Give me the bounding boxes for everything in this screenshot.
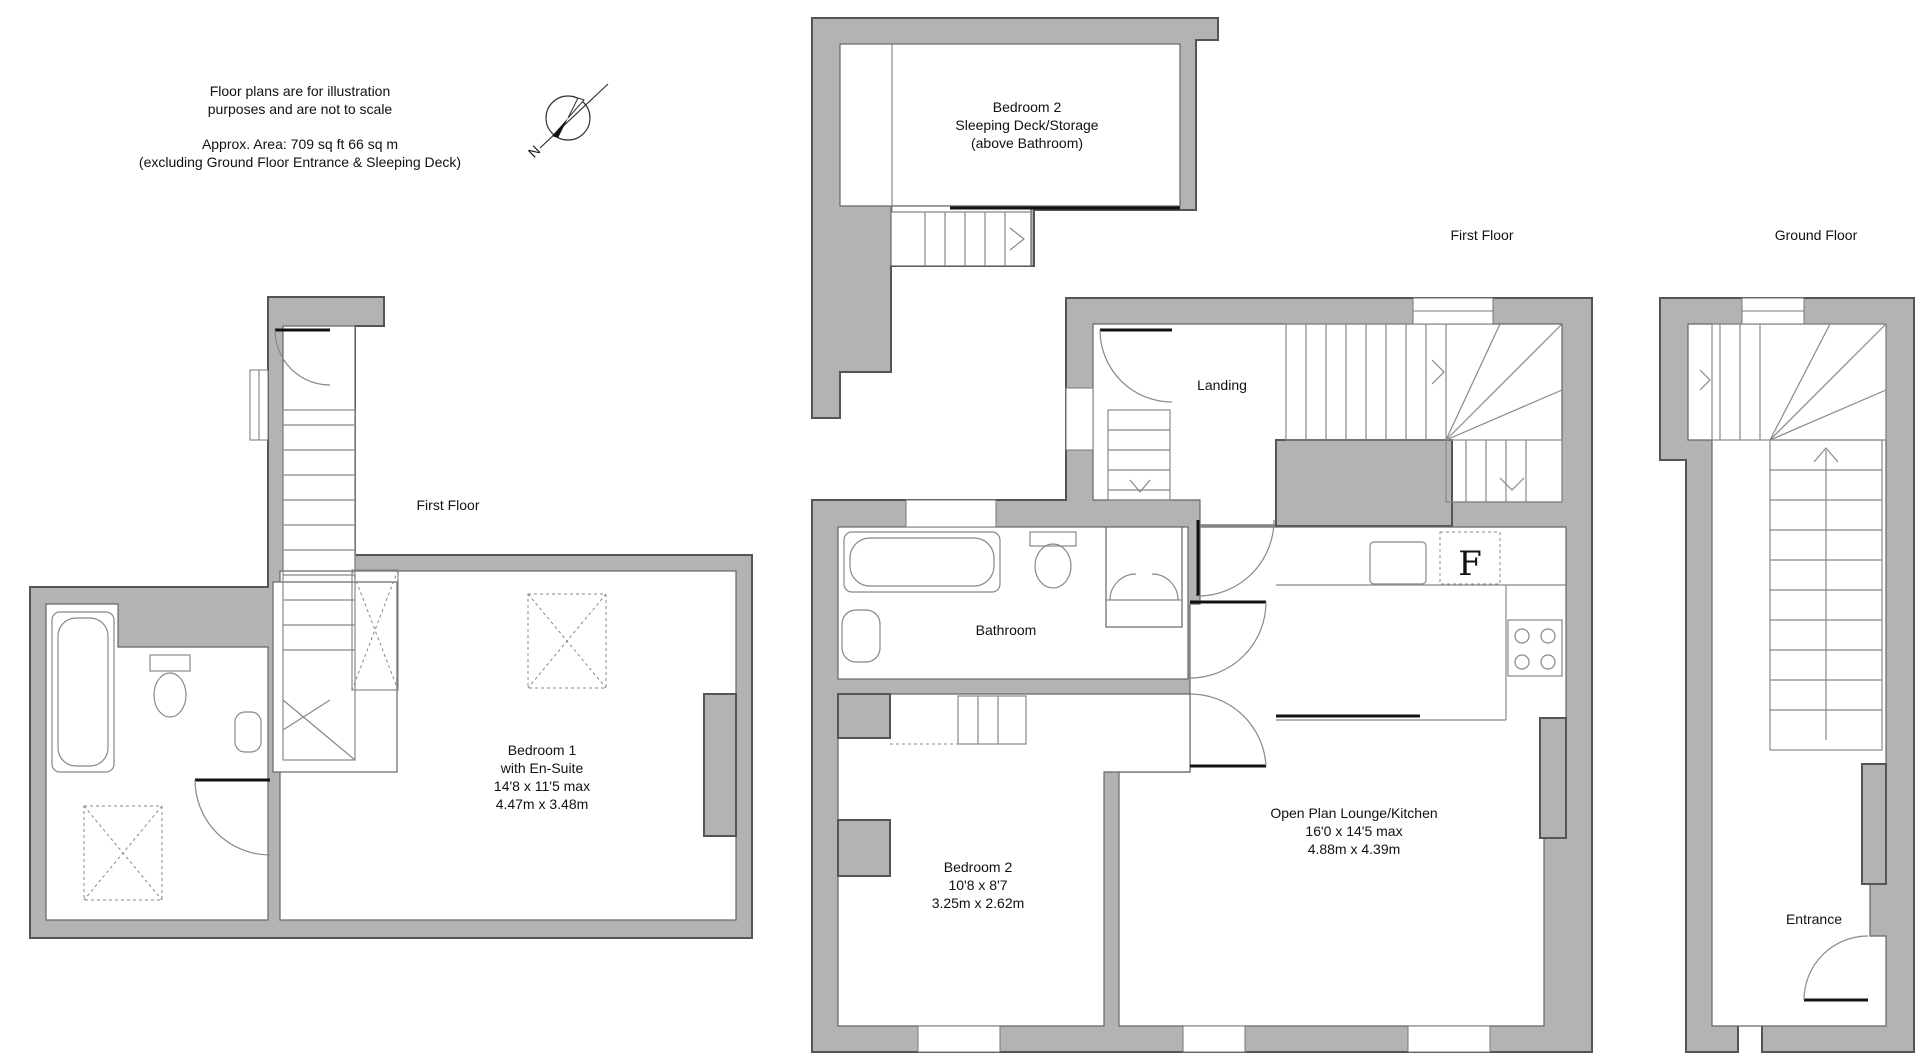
- entrance-label: Entrance: [1786, 911, 1842, 927]
- bath: [843, 531, 1001, 593]
- area-note-text: (excluding Ground Floor Entrance & Sleep…: [139, 154, 461, 170]
- toilet: [1029, 531, 1077, 547]
- fridge-mark: F: [1458, 544, 1482, 584]
- floor-label: First Floor: [417, 497, 480, 513]
- first-floor-bedroom1-plan: First Floor Bedroom 1 with En-Suite 14'8…: [29, 296, 753, 939]
- compass-north-label: N: [525, 142, 543, 160]
- sleeping-deck-note: (above Bathroom): [971, 135, 1083, 151]
- chimney-breast: [1539, 717, 1567, 839]
- note-line-1: Floor plans are for illustration: [210, 83, 391, 99]
- skylight: [527, 593, 607, 689]
- note-line-2: purposes and are not to scale: [208, 101, 393, 117]
- basin: [841, 609, 881, 663]
- sleeping-deck-sub-label: Sleeping Deck/Storage: [955, 117, 1098, 133]
- sleeping-deck-room: [839, 43, 1181, 207]
- stairs: [891, 44, 1180, 266]
- stairs: [282, 409, 356, 761]
- stairs: [1699, 323, 1887, 751]
- bathroom-label: Bathroom: [976, 622, 1037, 638]
- bedroom2-label: Bedroom 2: [944, 859, 1013, 875]
- fridge: [1439, 531, 1501, 585]
- lounge-dimensions-metric: 4.88m x 4.39m: [1308, 841, 1401, 857]
- skylight: [83, 805, 163, 901]
- stairs: [1285, 323, 1563, 503]
- kitchen-sink: [1369, 541, 1427, 585]
- first-floor-main-plan: F Landing Bathroom Bedroom 2 10'8 x 8'7 …: [811, 297, 1593, 1053]
- ground-floor-plan: Entrance: [1659, 297, 1915, 1053]
- chimney-breast: [837, 819, 891, 877]
- plan-notes: Floor plans are for illustration purpose…: [139, 83, 461, 170]
- bedroom2-dimensions-metric: 3.25m x 2.62m: [932, 895, 1025, 911]
- stair-well: [272, 581, 398, 773]
- lounge-label: Open Plan Lounge/Kitchen: [1270, 805, 1437, 821]
- wall-nib: [1861, 763, 1887, 885]
- hob-icon: [1507, 619, 1563, 677]
- bedroom1-dimensions-metric: 4.47m x 3.48m: [496, 796, 589, 812]
- bedroom1-label: Bedroom 1: [508, 742, 577, 758]
- ensuite-room: [45, 603, 269, 921]
- landing-label: Landing: [1197, 377, 1247, 393]
- bedroom2-dimensions-imperial: 10'8 x 8'7: [948, 877, 1007, 893]
- compass-icon: N: [525, 83, 609, 161]
- lounge-dimensions-imperial: 16'0 x 14'5 max: [1305, 823, 1402, 839]
- lounge-kitchen-room: [1118, 526, 1567, 1027]
- bedroom1-sub-label: with En-Suite: [500, 760, 584, 776]
- area-text: Approx. Area: 709 sq ft 66 sq m: [202, 136, 398, 152]
- chimney-breast: [703, 693, 737, 837]
- sleeping-deck-plan: Bedroom 2 Sleeping Deck/Storage (above B…: [811, 17, 1219, 419]
- stairs: [890, 695, 1027, 745]
- floor-label: Ground Floor: [1775, 227, 1858, 243]
- basin: [234, 711, 262, 753]
- landing-wall-block: [1275, 439, 1453, 527]
- bath: [51, 611, 115, 773]
- sleeping-deck-label: Bedroom 2: [993, 99, 1062, 115]
- cupboard: [1105, 526, 1183, 628]
- toilet: [149, 654, 191, 672]
- chimney-breast: [837, 693, 891, 739]
- bedroom1-dimensions-imperial: 14'8 x 11'5 max: [494, 778, 590, 794]
- stairs: [1107, 409, 1171, 501]
- floor-label: First Floor: [1451, 227, 1514, 243]
